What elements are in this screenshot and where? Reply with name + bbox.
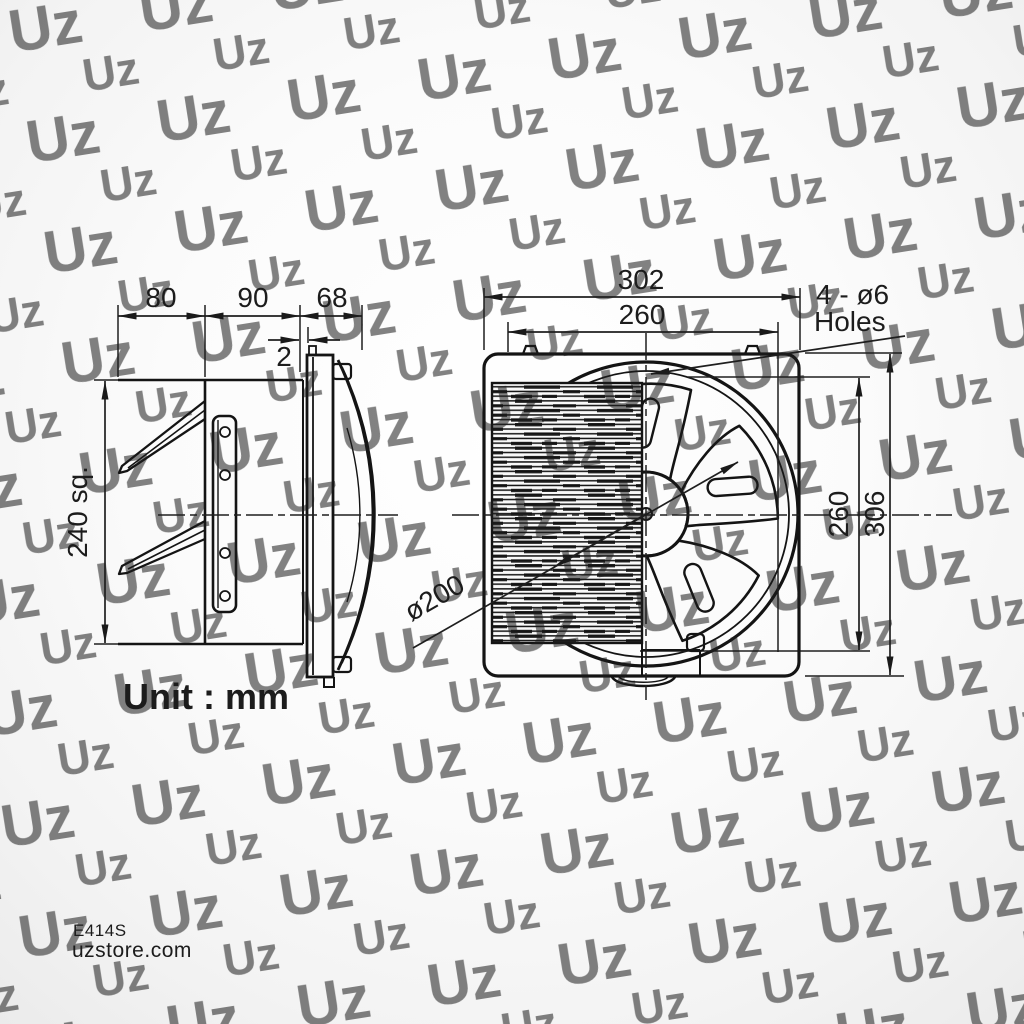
- footer-branding: E414S uzstore.com: [72, 921, 192, 962]
- louver-grille: [490, 381, 644, 645]
- wall-sleeve: [203, 380, 304, 644]
- hole-pitch-vertical-dimension: 260: [823, 377, 863, 651]
- front-view: 302 260 4 - ø6 Holes 260 306: [399, 264, 952, 700]
- fan-unit-side-profile: [305, 345, 376, 688]
- side-top-dimensions: 80 90 68: [117, 282, 363, 377]
- product-code-label: E414S: [73, 921, 127, 940]
- side-view: 80 90 68 2 240 sq. Unit : mm: [62, 282, 398, 717]
- dim-label-68: 68: [316, 282, 347, 313]
- opening-square-dimension: 240 sq.: [62, 380, 109, 644]
- mounting-spike-bottom: [117, 519, 206, 576]
- dim-label-260-top: 260: [619, 299, 666, 330]
- mounting-spike-top: [117, 400, 206, 475]
- dim-label-240sq: 240 sq.: [62, 466, 93, 558]
- dim-label-80: 80: [145, 282, 176, 313]
- dim-label-306: 306: [859, 491, 890, 538]
- mounting-bracket-plate: [211, 414, 238, 614]
- dim-label-260-right: 260: [823, 491, 854, 538]
- unit-label: Unit : mm: [123, 676, 289, 717]
- dim-label-302: 302: [618, 264, 665, 295]
- hole-pitch-horizontal-dimension: 260: [507, 299, 779, 352]
- holes-note-line2: Holes: [814, 306, 886, 337]
- dim-label-dia200: ø200: [399, 568, 470, 627]
- dim-label-90: 90: [237, 282, 268, 313]
- flange-gap-dimension: 2: [268, 327, 340, 372]
- website-label: uzstore.com: [72, 939, 192, 962]
- dim-label-2: 2: [276, 341, 292, 372]
